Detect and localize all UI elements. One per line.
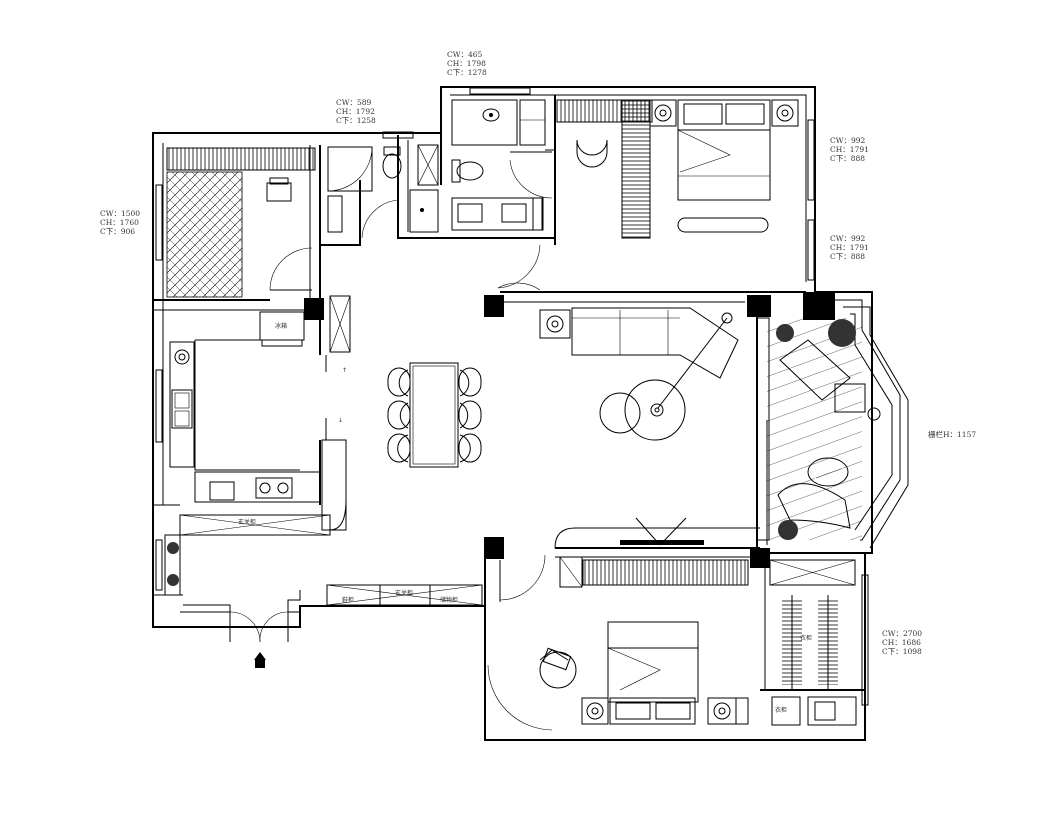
tv-icon [620, 517, 704, 546]
shower-icon [327, 146, 373, 192]
window-annotation-5: CW：1500 CH：1760 C下：906 [100, 209, 140, 236]
fridge-label: 冰箱 [275, 322, 287, 330]
svg-text:CH：1686: CH：1686 [882, 638, 921, 647]
svg-text:CH：1791: CH：1791 [830, 145, 869, 154]
entrance-arrow-icon [254, 652, 266, 668]
chair-icon [576, 139, 608, 168]
chair-icon [266, 177, 292, 202]
second-bedroom: 衣柜 衣柜 [487, 559, 857, 731]
toilet-icon [451, 159, 484, 183]
sink-icon [171, 389, 193, 429]
svg-text:C下：1098: C下：1098 [882, 647, 922, 656]
balcony-furniture [167, 319, 881, 586]
study-room [166, 147, 316, 298]
kitchen: 冰箱 玄关柜 [169, 295, 351, 536]
sofa-icon [571, 307, 739, 379]
svg-text:CW：1500: CW：1500 [100, 209, 140, 218]
svg-text:CW：992: CW：992 [830, 136, 865, 145]
outer-walls [152, 86, 873, 741]
cabinet-label-5: 衣柜 [800, 634, 812, 642]
bed-icon [607, 621, 699, 703]
dining-area: ↑ ↓ [338, 362, 482, 468]
cabinet-label-3: 玄关柜 [395, 589, 413, 597]
corridor-cabinets: 鞋柜 玄关柜 储物柜 [164, 534, 546, 606]
svg-text:C下：1258: C下：1258 [336, 116, 376, 125]
lounge-chair-icon [777, 339, 881, 529]
svg-text:CW：589: CW：589 [336, 98, 371, 107]
master-bathroom [451, 99, 553, 231]
living-room [539, 307, 760, 588]
window-annotation-3: CW：992 CH：1791 C下：888 [830, 136, 869, 163]
nightstand-icon [581, 697, 737, 725]
svg-text:C下：888: C下：888 [830, 252, 865, 261]
master-bedroom [497, 99, 799, 291]
interior-walls [153, 95, 865, 691]
svg-text:↓: ↓ [338, 417, 343, 424]
bathrooms [327, 144, 439, 239]
coffee-table-icon [599, 379, 686, 441]
svg-text:C下：1278: C下：1278 [447, 68, 487, 77]
svg-text:CW：2700: CW：2700 [882, 629, 922, 638]
columns [304, 292, 835, 568]
svg-text:CH：1792: CH：1792 [336, 107, 375, 116]
cabinet-label-4: 储物柜 [440, 596, 458, 604]
cabinet-label-1: 玄关柜 [238, 518, 256, 526]
wardrobe-hanger-icon [782, 595, 838, 690]
window-annotation-4: CW：992 CH：1791 C下：888 [830, 234, 869, 261]
svg-text:C下：888: C下：888 [830, 154, 865, 163]
svg-text:CW：992: CW：992 [830, 234, 865, 243]
armchair-icon [539, 647, 577, 689]
dining-table-icon [409, 362, 459, 468]
bed-icon [677, 99, 771, 201]
sink-icon [409, 189, 439, 233]
svg-text:CW：465: CW：465 [447, 50, 482, 59]
side-table-icon [539, 309, 571, 339]
floor-lamp-icon [657, 312, 733, 409]
railing-label: 栅栏H：1157 [928, 429, 976, 439]
cabinet-label-6: 衣柜 [775, 706, 787, 714]
svg-text:CH：1760: CH：1760 [100, 218, 139, 227]
windows [155, 87, 869, 706]
stove-icon [174, 349, 190, 365]
svg-text:C下：906: C下：906 [100, 227, 135, 236]
window-annotation-2: CW：589 CH：1792 C下：1258 [336, 98, 376, 125]
sink-icon [482, 108, 500, 122]
window-annotation-1: CW：465 CH：1798 C下：1278 [447, 50, 487, 77]
dining-chairs [387, 367, 482, 463]
cabinet-label-2: 鞋柜 [342, 596, 354, 604]
nightstand-icon [649, 99, 799, 127]
toilet-icon [382, 146, 402, 179]
svg-text:↑: ↑ [342, 367, 347, 374]
plant-icon [167, 319, 856, 586]
entrance [180, 590, 301, 668]
svg-text:CH：1798: CH：1798 [447, 59, 486, 68]
stove-icon [255, 477, 293, 499]
svg-text:CH：1791: CH：1791 [830, 243, 869, 252]
window-annotation-6: CW：2700 CH：1686 C下：1098 [882, 629, 922, 656]
